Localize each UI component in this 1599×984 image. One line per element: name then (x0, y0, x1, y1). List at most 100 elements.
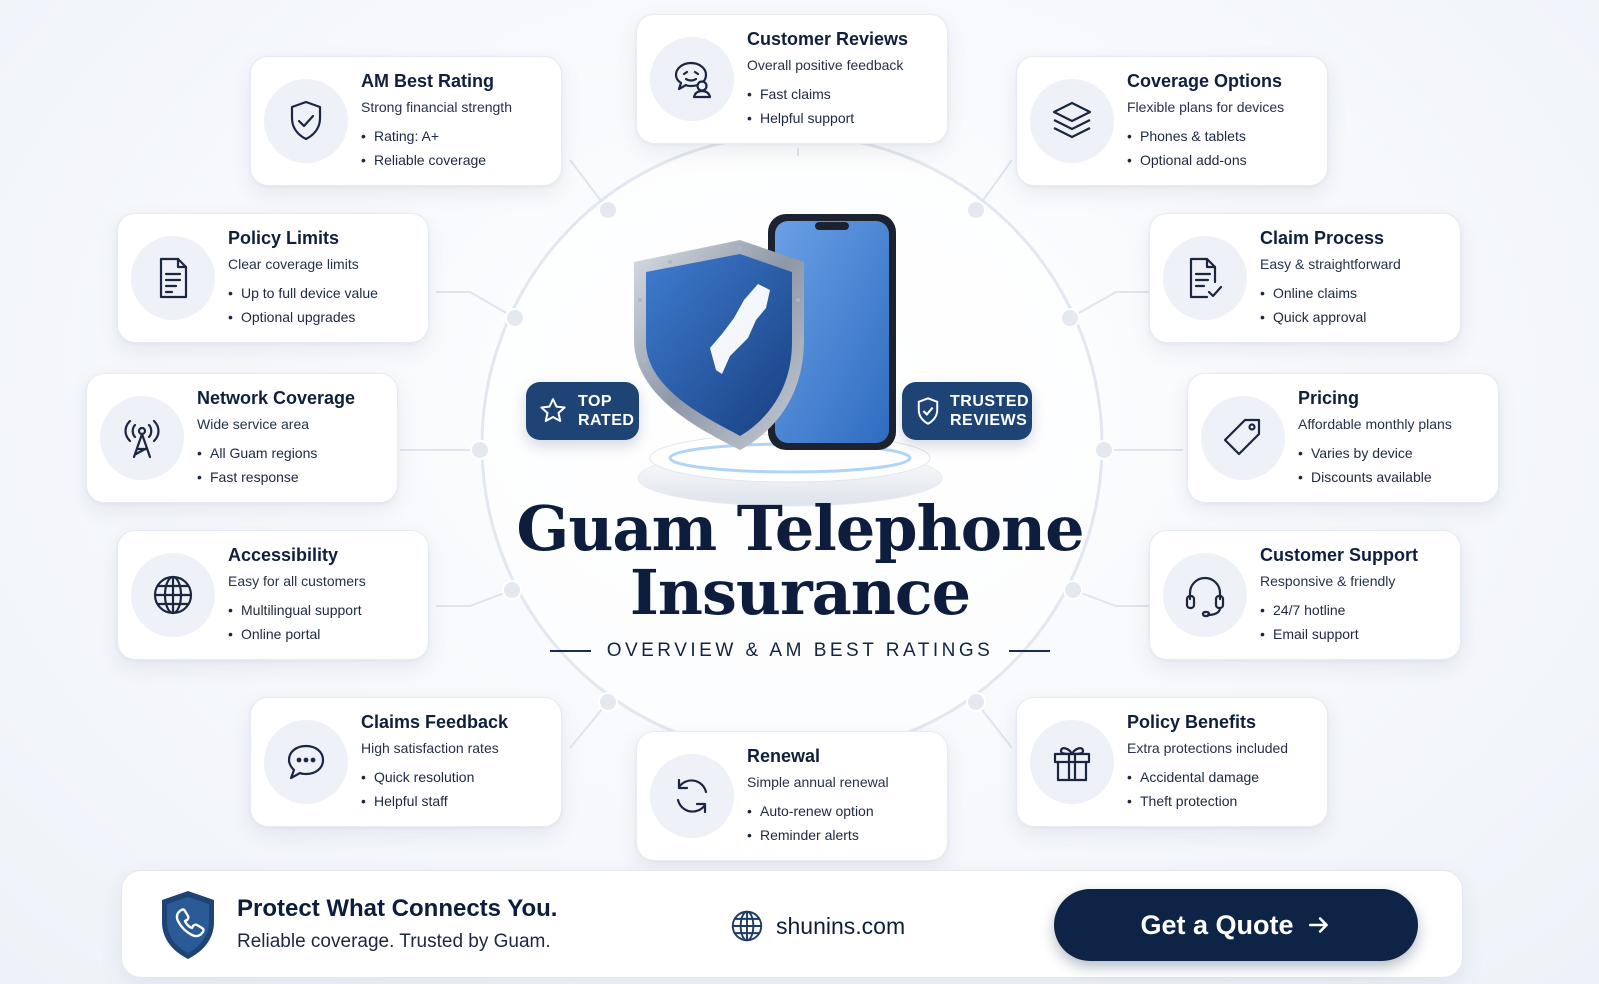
list-item: Theft protection (1127, 789, 1317, 813)
list-item: Optional upgrades (228, 305, 418, 329)
shield-check-icon (917, 397, 939, 425)
card-customer-support[interactable]: Customer Support Responsive & friendly 2… (1149, 530, 1461, 660)
card-title: Renewal (747, 746, 821, 766)
shield-phone-logo-icon (162, 891, 214, 959)
list-item: Fast claims (747, 82, 937, 106)
list-item: Helpful support (747, 106, 937, 130)
card-title: Network Coverage (197, 388, 356, 408)
footer-tagline: Protect What Connects You. (237, 895, 558, 922)
list-item: 24/7 hotline (1260, 598, 1450, 622)
card-subtitle: Wide service area (197, 416, 310, 432)
card-subtitle: Overall positive feedback (747, 57, 904, 73)
card-claim-process[interactable]: Claim Process Easy & straightforward Onl… (1149, 213, 1461, 343)
card-icon-bg (131, 236, 215, 320)
card-subtitle: Strong financial strength (361, 99, 512, 115)
refresh-icon (676, 778, 708, 814)
card-subtitle: Affordable monthly plans (1298, 416, 1452, 432)
card-icon-bg (650, 37, 734, 121)
card-subtitle: Responsive & friendly (1260, 573, 1396, 589)
card-bullets: Accidental damageTheft protection (1127, 765, 1317, 813)
page-title-line1: Guam Telephone (516, 492, 1084, 565)
card-icon-bg (131, 553, 215, 637)
card-am-best-rating[interactable]: AM Best Rating Strong financial strength… (250, 56, 562, 186)
reviews-person-icon (674, 61, 712, 99)
footer-bar: Protect What Connects You. Reliable cove… (121, 870, 1463, 978)
card-bullets: Online claimsQuick approval (1260, 281, 1450, 329)
card-policy-limits[interactable]: Policy Limits Clear coverage limits Up t… (117, 213, 429, 343)
price-tag-icon (1223, 418, 1261, 456)
card-icon-bg (1163, 553, 1247, 637)
card-subtitle: Clear coverage limits (228, 256, 359, 272)
card-bullets: Multilingual supportOnline portal (228, 598, 418, 646)
card-pricing[interactable]: Pricing Affordable monthly plans Varies … (1187, 373, 1499, 503)
list-item: Fast response (197, 465, 387, 489)
divider (1009, 650, 1050, 652)
card-coverage-options[interactable]: Coverage Options Flexible plans for devi… (1016, 56, 1328, 186)
card-policy-benefits[interactable]: Policy Benefits Extra protections includ… (1016, 697, 1328, 827)
website-link[interactable]: shunins.com (728, 907, 905, 945)
card-subtitle: Easy & straightforward (1260, 256, 1401, 272)
list-item: Rating: A+ (361, 124, 551, 148)
card-claims-feedback[interactable]: Claims Feedback High satisfaction rates … (250, 697, 562, 827)
headset-icon (1185, 576, 1225, 618)
document-check-icon (1189, 257, 1223, 299)
list-item: Email support (1260, 622, 1450, 646)
page-subtitle: OVERVIEW & AM BEST RATINGS (550, 638, 1050, 664)
card-bullets: Phones & tabletsOptional add-ons (1127, 124, 1317, 172)
list-item: Reliable coverage (361, 148, 551, 172)
list-item: Optional add-ons (1127, 148, 1317, 172)
list-item: Reminder alerts (747, 823, 937, 847)
list-item: Accidental damage (1127, 765, 1317, 789)
card-subtitle: Extra protections included (1127, 740, 1289, 756)
list-item: Online claims (1260, 281, 1450, 305)
card-title: Claim Process (1260, 228, 1385, 248)
page-title-line2: Insurance (629, 556, 971, 629)
list-item: Online portal (228, 622, 418, 646)
get-a-quote-button[interactable]: Get a Quote (1054, 889, 1418, 961)
star-icon (540, 398, 566, 422)
list-item: Up to full device value (228, 281, 418, 305)
footer-subline: Reliable coverage. Trusted by Guam. (237, 931, 551, 952)
website-text: shunins.com (776, 912, 906, 939)
subtitle-text: OVERVIEW & AM BEST RATINGS (606, 640, 994, 661)
card-icon-bg (1030, 79, 1114, 163)
document-icon (159, 257, 188, 299)
list-item: Multilingual support (228, 598, 418, 622)
card-title: Customer Reviews (747, 29, 909, 49)
card-bullets: Quick resolutionHelpful staff (361, 765, 551, 813)
card-subtitle: Easy for all customers (228, 573, 366, 589)
card-title: Accessibility (228, 545, 339, 565)
card-bullets: Up to full device valueOptional upgrades (228, 281, 418, 329)
card-bullets: Varies by deviceDiscounts available (1298, 441, 1488, 489)
card-bullets: Auto-renew optionReminder alerts (747, 799, 937, 847)
card-network-coverage[interactable]: Network Coverage Wide service area All G… (86, 373, 398, 503)
card-title: AM Best Rating (361, 71, 495, 91)
card-bullets: 24/7 hotlineEmail support (1260, 598, 1450, 646)
list-item: Discounts available (1298, 465, 1488, 489)
list-item: Quick resolution (361, 765, 551, 789)
list-item: Quick approval (1260, 305, 1450, 329)
divider (550, 650, 591, 652)
gift-icon (1053, 747, 1091, 782)
card-subtitle: Flexible plans for devices (1127, 99, 1285, 115)
list-item: Varies by device (1298, 441, 1488, 465)
card-subtitle: Simple annual renewal (747, 774, 889, 790)
arrow-right-icon (1308, 917, 1328, 933)
globe-icon (731, 910, 763, 942)
card-renewal[interactable]: Renewal Simple annual renewal Auto-renew… (636, 731, 948, 861)
card-customer-reviews[interactable]: Customer Reviews Overall positive feedba… (636, 14, 948, 144)
card-icon-bg (100, 396, 184, 480)
button-label: Get a Quote (1140, 909, 1294, 940)
badge-line: REVIEWS (950, 412, 1028, 429)
card-icon-bg (1201, 396, 1285, 480)
card-bullets: Fast claimsHelpful support (747, 82, 937, 130)
card-accessibility[interactable]: Accessibility Easy for all customers Mul… (117, 530, 429, 660)
badge-line: RATED (578, 412, 635, 429)
card-subtitle: High satisfaction rates (361, 740, 499, 756)
card-bullets: All Guam regionsFast response (197, 441, 387, 489)
antenna-tower-icon (124, 419, 160, 459)
list-item: All Guam regions (197, 441, 387, 465)
card-icon-bg (264, 79, 348, 163)
list-item: Auto-renew option (747, 799, 937, 823)
